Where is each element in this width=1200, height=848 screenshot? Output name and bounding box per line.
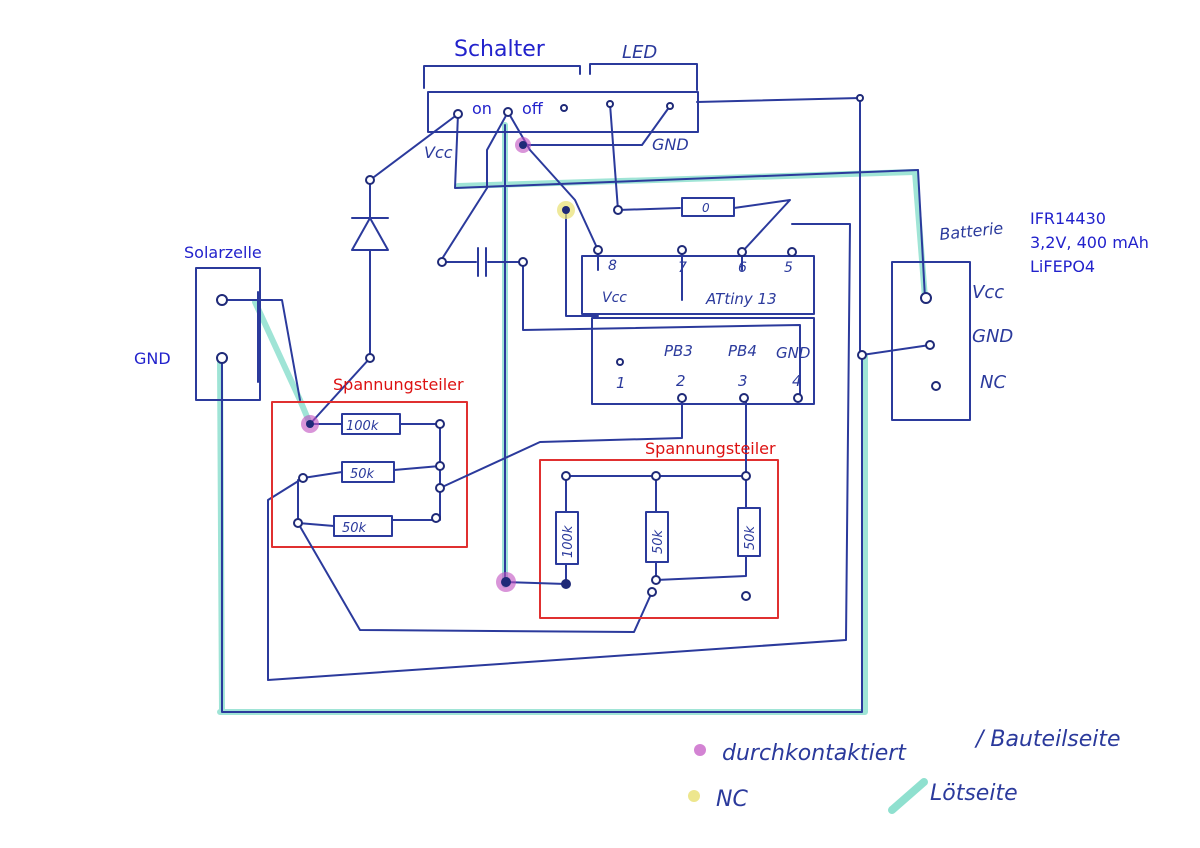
chip-pin-7: 7 <box>678 260 687 276</box>
gnd-label: GND <box>134 349 171 368</box>
resistor-right-50k-b: 50k <box>743 525 758 550</box>
legend-solder-side-swatch <box>888 778 928 814</box>
typed-labels: Schalter on off Solarzelle GND Spannungs… <box>134 37 1149 458</box>
led-label: LED <box>622 42 657 63</box>
solar-cell-label: Solarzelle <box>184 243 262 262</box>
chip-pin-1: 1 <box>616 374 626 392</box>
legend: durchkontaktiert NC / Bauteilseite Lötse… <box>688 727 1121 814</box>
legend-solder-side-label: Lötseite <box>930 781 1018 806</box>
legend-nc-swatch <box>688 790 700 802</box>
nodes <box>216 94 941 601</box>
resistor-left-50k-b: 50k <box>342 521 367 536</box>
chip-pin-pb3: PB3 <box>664 342 693 360</box>
switch-vcc-label: Vcc <box>424 143 453 162</box>
wires <box>195 63 971 713</box>
resistor-right-100k: 100k <box>561 525 576 558</box>
switch-gnd-label: GND <box>652 135 689 154</box>
battery-info-line-2: 3,2V, 400 mAh <box>1030 233 1149 252</box>
chip-pin-8: 8 <box>608 258 617 274</box>
handwritten-labels: LED Vcc GND Batterie Vcc GND NC ATtiny 1… <box>342 42 1013 558</box>
chip-pin-3: 3 <box>738 372 748 390</box>
via-markers <box>301 137 571 592</box>
chip-pin-pb4: PB4 <box>728 342 757 360</box>
legend-via-swatch <box>694 744 706 756</box>
battery-info-line-1: IFR14430 <box>1030 209 1106 228</box>
resistor-top-value: 0 <box>702 201 710 215</box>
switch-on-label: on <box>472 99 492 118</box>
chip-pin-gnd: GND <box>776 344 810 362</box>
voltage-divider-label-1: Spannungsteiler <box>333 375 464 394</box>
chip-pin-5: 5 <box>784 260 793 276</box>
nc-marker <box>557 201 575 219</box>
legend-component-side-label: / Bauteilseite <box>974 727 1121 752</box>
chip-name: ATtiny 13 <box>705 290 777 308</box>
battery-pin-vcc: Vcc <box>972 282 1004 303</box>
chip-pin-2: 2 <box>676 372 686 390</box>
battery-info-line-3: LiFEPO4 <box>1030 257 1095 276</box>
switch-label: Schalter <box>454 37 546 62</box>
legend-nc-label: NC <box>716 787 748 812</box>
resistor-right-50k-a: 50k <box>651 529 666 554</box>
voltage-divider-label-2: Spannungsteiler <box>645 439 776 458</box>
battery-pin-gnd: GND <box>972 326 1013 347</box>
chip-pin-4: 4 <box>792 372 802 390</box>
resistor-left-50k-a: 50k <box>350 467 375 482</box>
battery-label: Batterie <box>938 218 1004 244</box>
resistor-left-100k: 100k <box>346 419 379 434</box>
battery-pin-nc: NC <box>980 372 1006 393</box>
switch-off-label: off <box>522 99 544 118</box>
chip-pin-6: 6 <box>738 260 747 276</box>
legend-via-label: durchkontaktiert <box>722 741 907 766</box>
chip-vcc-label: Vcc <box>602 290 627 306</box>
